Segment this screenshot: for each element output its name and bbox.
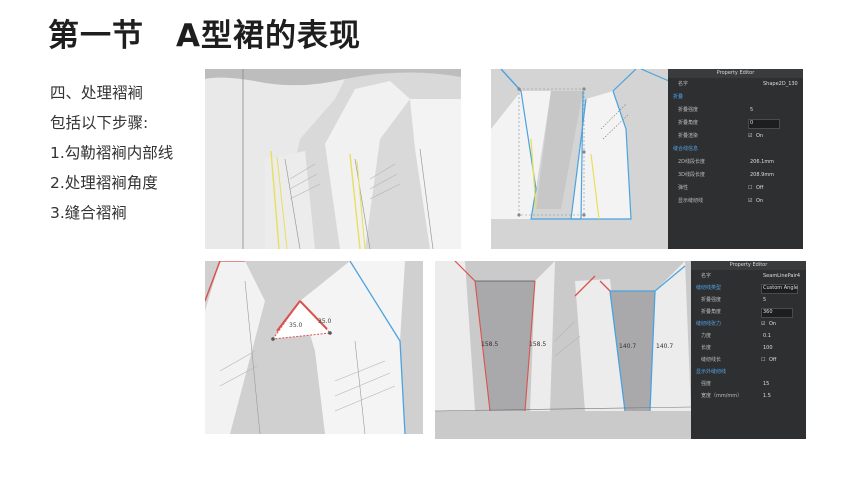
pattern-drawing	[205, 69, 461, 249]
property-row: 显示缝纫线☑ On	[678, 198, 764, 204]
page-title: 第一节 A型裙的表现	[48, 18, 361, 54]
screenshot-angle-measure: 35.0 35.0	[205, 261, 423, 434]
step-item: 2.处理褶裥角度	[50, 174, 158, 192]
seam-length-label: 140.7	[619, 343, 637, 350]
property-row: 弹性☐ Off	[678, 185, 764, 191]
pattern-drawing	[491, 69, 670, 249]
pattern-drawing	[205, 261, 423, 434]
property-row: 折叠渲染☑ On	[678, 133, 764, 139]
property-row: 缝纫线长☐ Off	[701, 357, 777, 363]
angle-input[interactable]	[761, 308, 793, 318]
step-heading: 四、处理褶裥	[50, 84, 144, 102]
property-section[interactable]: 显示外缝纫线	[696, 369, 727, 375]
seam-type-select[interactable]	[761, 284, 798, 294]
step-item: 3.缝合褶裥	[50, 204, 127, 222]
screenshot-fold-lines	[205, 69, 461, 249]
seam-length-label: 158.5	[529, 341, 547, 348]
seam-length-label: 158.5	[481, 341, 499, 348]
seam-length-label: 140.7	[656, 343, 674, 350]
pattern-drawing	[435, 261, 692, 439]
measure-left-label: 35.0	[289, 322, 303, 329]
property-editor-title: Property Editor	[668, 69, 803, 78]
step-item: 1.勾勒褶裥内部线	[50, 144, 174, 162]
angle-input[interactable]	[748, 119, 780, 129]
property-editor-title: Property Editor	[691, 261, 806, 270]
step-intro: 包括以下步骤:	[50, 114, 149, 132]
property-row: 宽度（mm/mm）1.5	[701, 393, 771, 399]
measure-right-label: 35.0	[318, 318, 332, 325]
property-section[interactable]: 缝纫线张力☑ On	[696, 321, 777, 327]
screenshot-sew-pleats: 158.5 158.5 140.7 140.7 Property Editor …	[435, 261, 806, 439]
step-list: 四、处理褶裥 包括以下步骤: 1.勾勒褶裥内部线 2.处理褶裥角度 3.缝合褶裥	[50, 78, 173, 228]
property-section[interactable]: 缝合线信息	[673, 146, 699, 152]
property-section[interactable]: 折叠	[673, 94, 684, 100]
